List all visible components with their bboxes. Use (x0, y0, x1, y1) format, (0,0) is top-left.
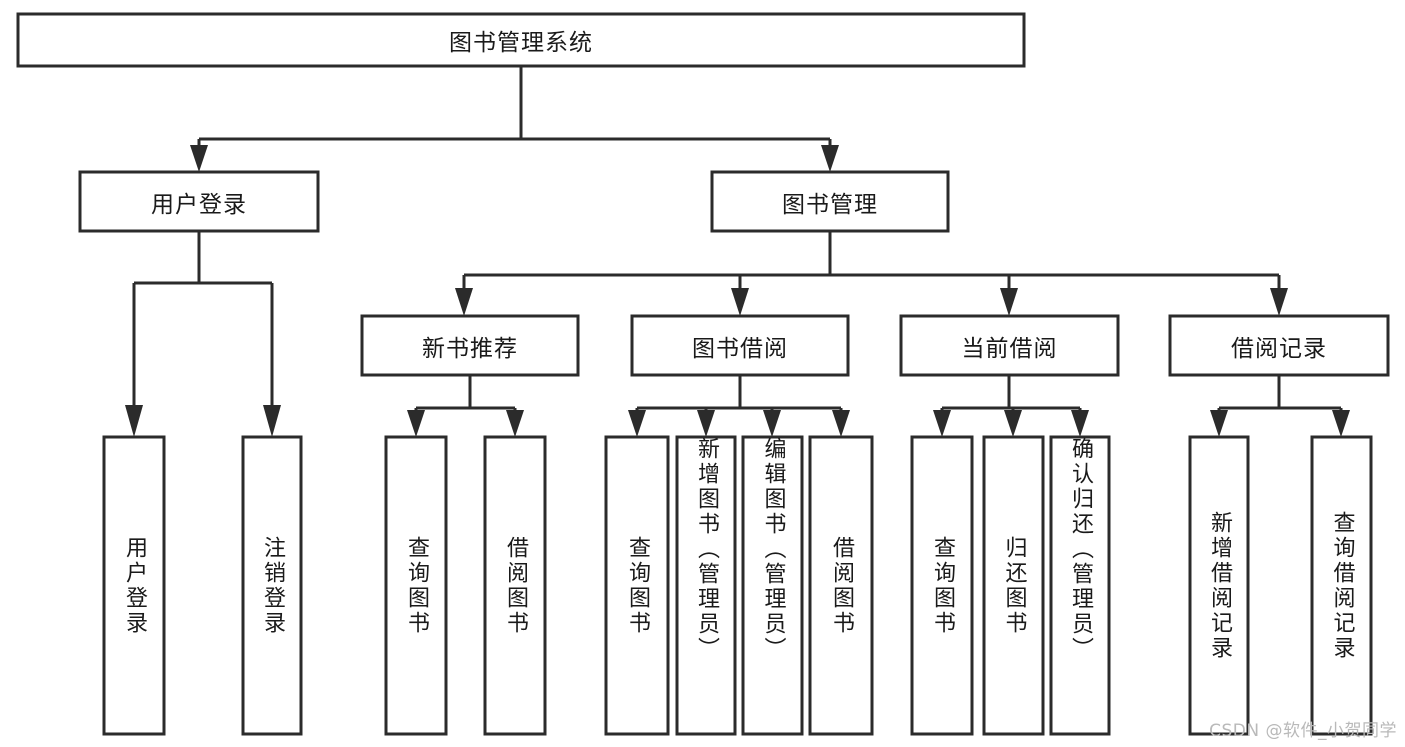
node-box-leaf-4[interactable] (604, 435, 670, 736)
node-box-borrow-records[interactable] (1168, 314, 1390, 377)
node-box-leaf-3[interactable] (483, 435, 547, 736)
node-box-book-management[interactable] (710, 170, 950, 233)
arrow-head-records-l2 (1332, 410, 1350, 437)
arrow-head-newbooks-l2 (506, 410, 524, 437)
connector-group-records (1210, 375, 1350, 437)
arrow-head-login-leaf1 (125, 405, 143, 437)
csdn-watermark: CSDN @软件_小贺同学 (1209, 721, 1397, 741)
node-box-leaf-5[interactable] (675, 435, 737, 736)
node-box-leaf-8[interactable] (910, 435, 974, 736)
arrow-head-newbooks-l1 (407, 410, 425, 437)
node-box-new-book-recommend[interactable] (360, 314, 580, 377)
node-box-leaf-2[interactable] (384, 435, 448, 736)
arrow-head-bookmgmt-c2 (731, 288, 749, 316)
arrow-head-borrow-l3 (763, 410, 781, 437)
node-box-leaf-9[interactable] (982, 435, 1045, 736)
node-box-leaf-12[interactable] (1310, 435, 1373, 736)
node-box-leaf-10[interactable] (1049, 435, 1111, 736)
connector-group-newbooks (407, 375, 524, 437)
node-box-leaf-6[interactable] (741, 435, 804, 736)
node-box-book-borrow[interactable] (630, 314, 850, 377)
node-box-current-borrow[interactable] (899, 314, 1120, 377)
arrow-head-borrow-l2 (697, 410, 715, 437)
arrow-head-current-l3 (1071, 410, 1089, 437)
arrow-head-current-l1 (933, 410, 951, 437)
node-box-user-login[interactable] (78, 170, 320, 233)
arrow-head-bookmgmt-c1 (455, 288, 473, 316)
connector-group-current (933, 375, 1089, 437)
arrow-head-login-leaf2 (263, 405, 281, 437)
arrow-head-borrow-l4 (832, 410, 850, 437)
arrow-head-records-l1 (1210, 410, 1228, 437)
connector-group-borrow (628, 375, 850, 437)
node-box-leaf-7[interactable] (808, 435, 874, 736)
node-box-leaf-1[interactable] (241, 435, 303, 736)
arrow-head-bookmgmt-c4 (1270, 288, 1288, 316)
arrow-head-bookmgmt-c3 (1000, 288, 1018, 316)
node-box-leaf-11[interactable] (1188, 435, 1250, 736)
connector-group-bookmgmt (455, 231, 1288, 316)
arrow-head-to-bookmgmt (821, 145, 839, 172)
arrow-head-borrow-l1 (628, 410, 646, 437)
connector-group-root (190, 66, 839, 172)
node-box-root[interactable] (16, 12, 1026, 68)
arrow-head-current-l2 (1004, 410, 1022, 437)
arrow-head-to-login (190, 145, 208, 172)
node-box-leaf-0[interactable] (102, 435, 166, 736)
connector-group-login (125, 231, 281, 437)
